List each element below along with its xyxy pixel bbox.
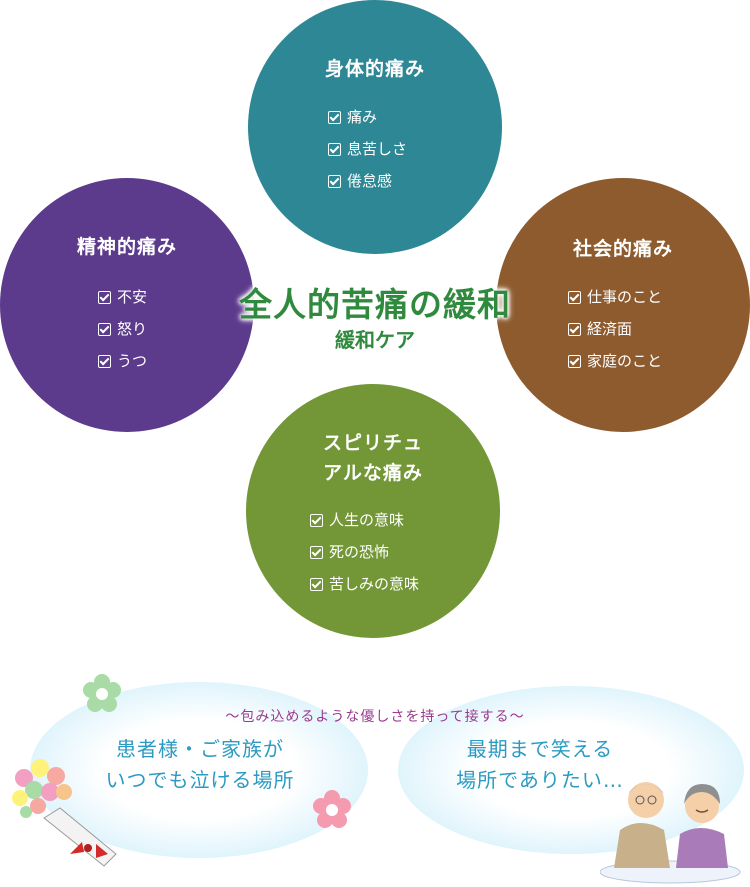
- checkbox-icon: [568, 290, 581, 304]
- bouquet-icon: [12, 759, 117, 867]
- elderly-couple-icon: [600, 782, 741, 884]
- list-item: 不安: [98, 281, 147, 313]
- checkbox-icon: [98, 290, 111, 304]
- social-pain-list: 仕事のこと 経済面 家庭のこと: [568, 281, 662, 377]
- left-message: 患者様・ご家族が いつでも泣ける場所: [70, 734, 330, 796]
- physical-pain-title: 身体的痛み: [324, 58, 425, 80]
- social-pain-circle: 社会的痛み 仕事のこと 経済面 家庭のこと: [496, 178, 750, 432]
- spiritual-pain-title-line2: アルな痛み: [323, 462, 423, 484]
- checkbox-icon: [98, 322, 111, 336]
- tagline: 〜包み込めるような優しさを持って接する〜: [225, 709, 525, 725]
- checkbox-icon: [98, 354, 111, 368]
- center-title: 全人的苦痛の緩和: [239, 285, 511, 324]
- left-message-line2: いつでも泣ける場所: [105, 768, 295, 792]
- list-item: 死の恐怖: [310, 536, 419, 568]
- list-item: 仕事のこと: [568, 281, 662, 313]
- left-message-line1: 患者様・ご家族が: [116, 737, 284, 761]
- checkbox-icon: [328, 110, 341, 124]
- spiritual-pain-list: 人生の意味 死の恐怖 苦しみの意味: [310, 504, 419, 600]
- list-item: 怒り: [98, 313, 147, 345]
- checkbox-icon: [310, 577, 323, 591]
- right-message-line2: 場所でありたい…: [456, 768, 624, 792]
- list-item: 人生の意味: [310, 504, 419, 536]
- checkbox-icon: [568, 354, 581, 368]
- social-pain-title: 社会的痛み: [572, 238, 673, 260]
- checkbox-icon: [568, 322, 581, 336]
- right-bubble: [398, 686, 744, 854]
- checkbox-icon: [310, 513, 323, 527]
- checkbox-icon: [328, 142, 341, 156]
- mental-pain-title: 精神的痛み: [76, 236, 177, 258]
- mental-pain-list: 不安 怒り うつ: [98, 281, 147, 377]
- list-item: うつ: [98, 345, 147, 377]
- list-item: 家庭のこと: [568, 345, 662, 377]
- right-message: 最期まで笑える 場所でありたい…: [420, 734, 660, 796]
- spiritual-pain-title-line1: スピリチュ: [322, 432, 423, 454]
- checkbox-icon: [310, 545, 323, 559]
- list-item: 苦しみの意味: [310, 568, 419, 600]
- list-item: 経済面: [568, 313, 662, 345]
- right-message-line1: 最期まで笑える: [466, 737, 614, 761]
- physical-pain-circle: 身体的痛み 痛み 息苦しさ 倦怠感: [248, 0, 502, 254]
- list-item: 息苦しさ: [328, 133, 407, 165]
- checkbox-icon: [328, 174, 341, 188]
- physical-pain-list: 痛み 息苦しさ 倦怠感: [328, 101, 407, 197]
- center-subtitle: 緩和ケア: [335, 328, 415, 352]
- mental-pain-circle: 精神的痛み 不安 怒り うつ: [0, 178, 254, 432]
- left-bubble: [30, 682, 368, 858]
- spiritual-pain-circle: スピリチュ アルな痛み 人生の意味 死の恐怖 苦しみの意味: [246, 384, 500, 638]
- list-item: 痛み: [328, 101, 407, 133]
- flower-icon: [313, 790, 351, 828]
- list-item: 倦怠感: [328, 165, 407, 197]
- flower-icon: [83, 674, 121, 712]
